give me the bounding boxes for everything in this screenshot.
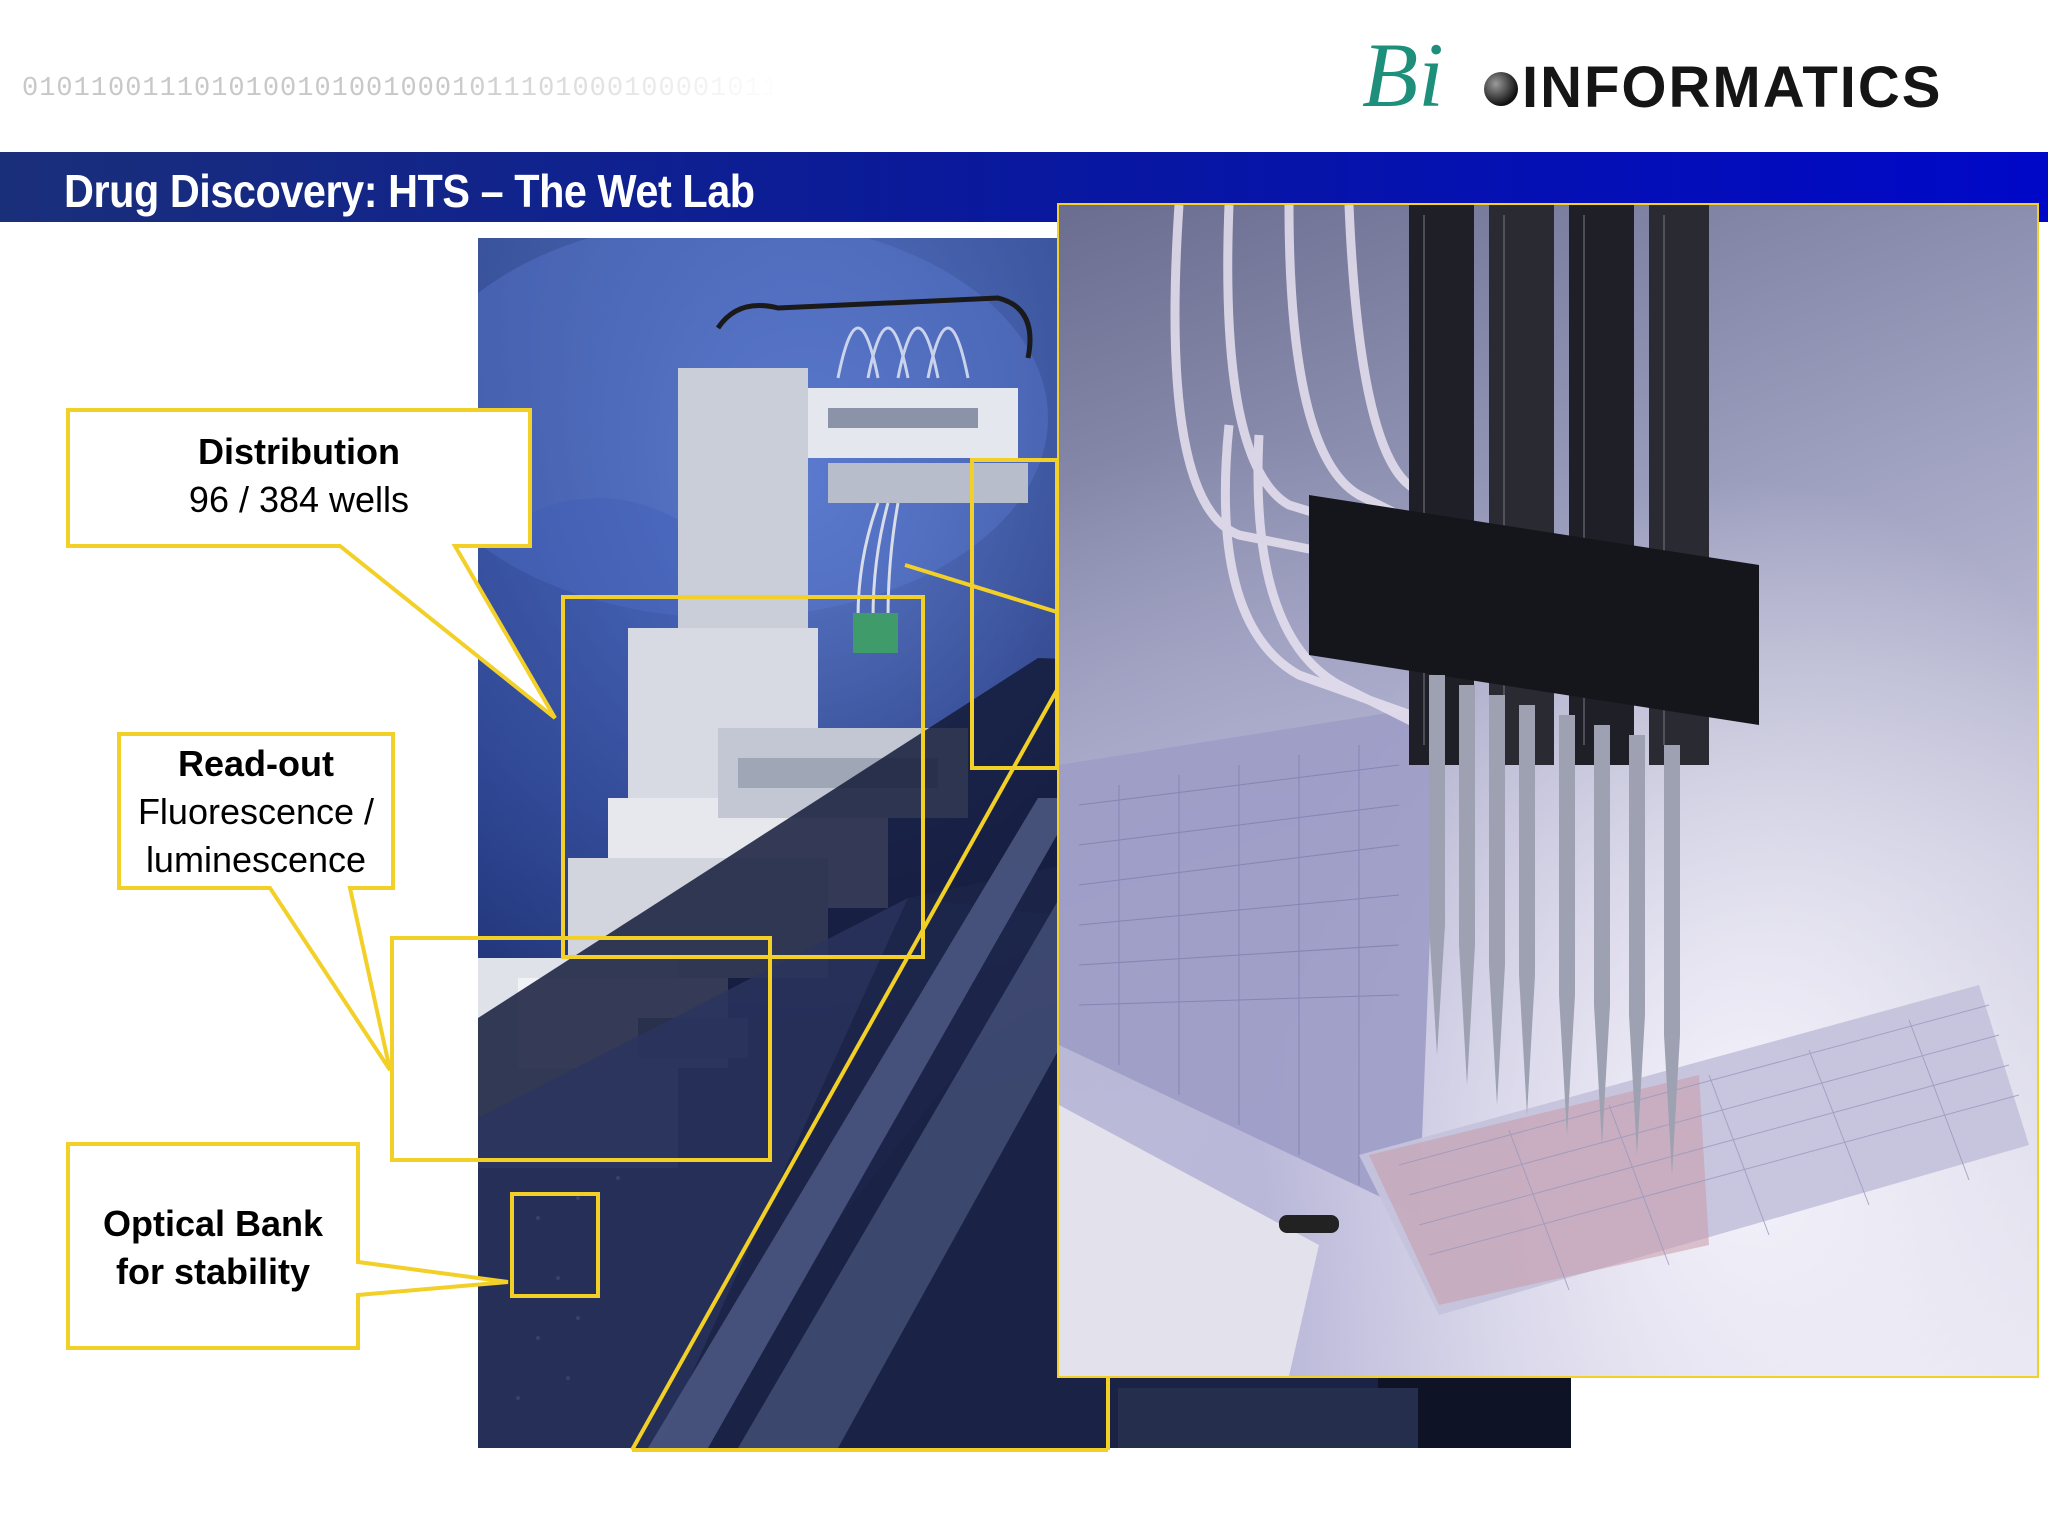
logo-script-bi: Bi: [1362, 24, 1444, 126]
binary-fade: [22, 12, 782, 147]
readout-callout-box: [117, 732, 395, 1072]
distribution-region-box: [561, 595, 925, 959]
readout-region-box: [390, 936, 772, 1162]
readout-title: Read-out: [178, 743, 334, 784]
dispenser-arrow-line: [904, 563, 1058, 614]
optical-bank-region-box: [510, 1192, 600, 1298]
distribution-detail: 96 / 384 wells: [188, 479, 410, 520]
readout-callout-text: Read-out Fluorescence / luminescence: [119, 740, 393, 884]
dispenser-highlight-box: [970, 458, 1059, 770]
optical-bank-callout-text: Optical Bank for stability: [68, 1200, 358, 1296]
logo-wordmark: INFORMATICS: [1522, 55, 1943, 120]
distribution-callout-box: [66, 408, 557, 720]
pipette-closeup-illustration: [1059, 205, 2029, 1376]
logo-sphere-icon: [1484, 72, 1518, 106]
optical-bank-title-line2: for stability: [115, 1251, 311, 1292]
zoom-projection-line-left: [630, 689, 1059, 1451]
pipette-closeup-photo: [1057, 203, 2039, 1378]
distribution-callout-text: Distribution 96 / 384 wells: [68, 428, 530, 524]
slide-title: Drug Discovery: HTS – The Wet Lab: [64, 165, 755, 217]
readout-detail-line1: Fluorescence /: [137, 791, 375, 832]
optical-bank-callout-box: [66, 1142, 509, 1350]
readout-detail-line2: luminescence: [145, 839, 367, 880]
optical-bank-title-line1: Optical Bank: [102, 1203, 324, 1244]
bioinformatics-logo: Bi INFORMATICS: [1362, 24, 2022, 128]
distribution-title: Distribution: [198, 431, 400, 472]
